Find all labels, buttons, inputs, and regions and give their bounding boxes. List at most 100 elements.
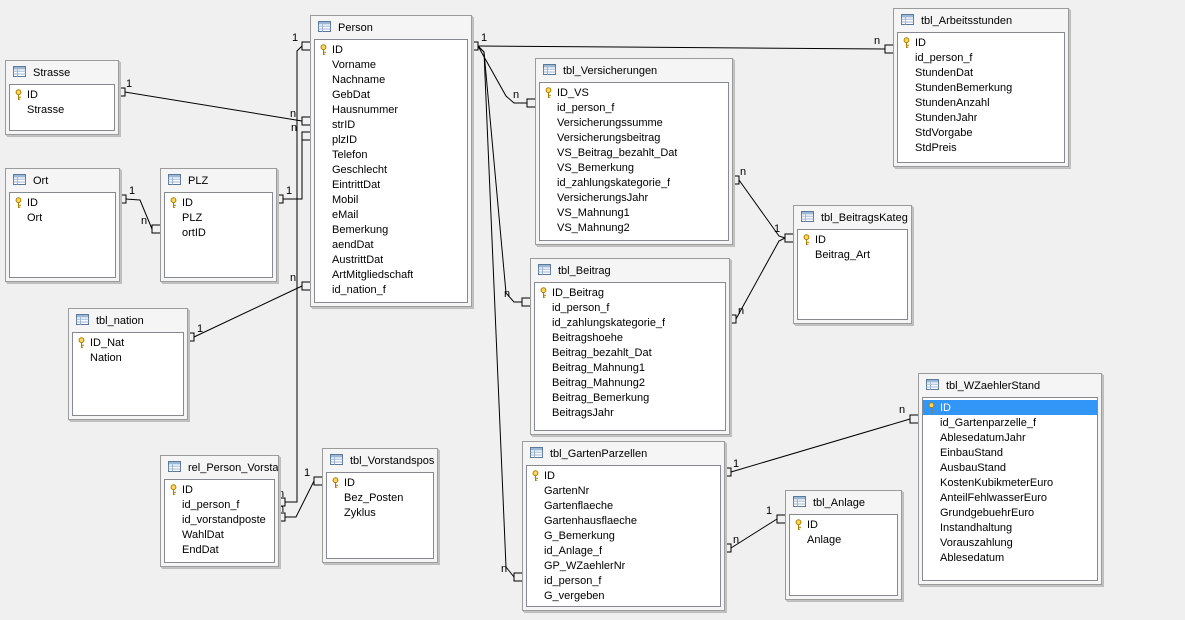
field-row-ablesedatum[interactable]: Ablesedatum xyxy=(923,550,1097,565)
field-row-beitrag_mahnung2[interactable]: Beitrag_Mahnung2 xyxy=(535,375,725,390)
field-row-zyklus[interactable]: Zyklus xyxy=(327,505,433,520)
field-row-beitrag_bemerkung[interactable]: Beitrag_Bemerkung xyxy=(535,390,725,405)
field-row-ablesedatumjahr[interactable]: AblesedatumJahr xyxy=(923,430,1097,445)
field-row-stdpreis[interactable]: StdPreis xyxy=(898,140,1064,155)
relationship-line-person-tbl_versicherungen[interactable] xyxy=(477,45,527,104)
field-row-eintrittdat[interactable]: EintrittDat xyxy=(315,177,467,192)
field-row-id_vs[interactable]: ID_VS xyxy=(540,85,728,100)
field-row-strid[interactable]: strID xyxy=(315,117,467,132)
field-row-g_vergeben[interactable]: G_vergeben xyxy=(527,588,720,603)
field-row-geschlecht[interactable]: Geschlecht xyxy=(315,162,467,177)
field-row-id[interactable]: ID xyxy=(165,482,274,497)
field-row-nachname[interactable]: Nachname xyxy=(315,72,467,87)
field-row-beitrag_bezahlt_dat[interactable]: Beitrag_bezahlt_Dat xyxy=(535,345,725,360)
field-row-id_person_f[interactable]: id_person_f xyxy=(527,573,720,588)
relationship-line-tbl_beitrag-tbl_beitragskateg[interactable] xyxy=(735,237,786,320)
field-row-nation[interactable]: Nation xyxy=(73,350,183,365)
field-row-id[interactable]: ID xyxy=(327,475,433,490)
field-row-plz[interactable]: PLZ xyxy=(165,210,272,225)
field-row-vs_bemerkung[interactable]: VS_Bemerkung xyxy=(540,160,728,175)
field-row-plzid[interactable]: plzID xyxy=(315,132,467,147)
field-row-id[interactable]: ID xyxy=(790,517,897,532)
field-row-beitrag_mahnung1[interactable]: Beitrag_Mahnung1 xyxy=(535,360,725,375)
field-row-id[interactable]: ID xyxy=(10,87,114,102)
table-header[interactable]: tbl_GartenParzellen xyxy=(523,442,724,464)
table-header[interactable]: Strasse xyxy=(6,61,118,83)
field-row-id_vorstandposte[interactable]: id_vorstandposte xyxy=(165,512,274,527)
field-row-vs_beitrag_bezahlt_dat[interactable]: VS_Beitrag_bezahlt_Dat xyxy=(540,145,728,160)
field-row-bemerkung[interactable]: Bemerkung xyxy=(315,222,467,237)
field-row-id_beitrag[interactable]: ID_Beitrag xyxy=(535,285,725,300)
table-header[interactable]: tbl_Versicherungen xyxy=(536,59,732,81)
relationship-line-person-rel_person_vorsta[interactable] xyxy=(285,45,303,503)
field-row-stundenbemerkung[interactable]: StundenBemerkung xyxy=(898,80,1064,95)
field-row-austrittdat[interactable]: AustrittDat xyxy=(315,252,467,267)
field-row-id_nat[interactable]: ID_Nat xyxy=(73,335,183,350)
field-row-id_anlage_f[interactable]: id_Anlage_f xyxy=(527,543,720,558)
table-header[interactable]: Person xyxy=(311,16,471,38)
table-header[interactable]: tbl_BeitragsKateg xyxy=(794,206,911,228)
field-row-id[interactable]: ID xyxy=(165,195,272,210)
field-row-versicherungsjahr[interactable]: VersicherungsJahr xyxy=(540,190,728,205)
field-row-id_person_f[interactable]: id_person_f xyxy=(165,497,274,512)
relationship-line-person-tbl_gartenparzellen[interactable] xyxy=(477,45,515,578)
field-row-gartennr[interactable]: GartenNr xyxy=(527,483,720,498)
table-header[interactable]: tbl_Arbeitsstunden xyxy=(894,9,1068,31)
field-row-id[interactable]: ID xyxy=(10,195,115,210)
field-row-gartenhausflaeche[interactable]: Gartenhausflaeche xyxy=(527,513,720,528)
field-row-hausnummer[interactable]: Hausnummer xyxy=(315,102,467,117)
field-row-beitragsjahr[interactable]: BeitragsJahr xyxy=(535,405,725,420)
field-row-instandhaltung[interactable]: Instandhaltung xyxy=(923,520,1097,535)
field-row-id[interactable]: ID xyxy=(527,468,720,483)
field-row-id_person_f[interactable]: id_person_f xyxy=(535,300,725,315)
field-row-email[interactable]: eMail xyxy=(315,207,467,222)
field-row-id[interactable]: ID xyxy=(798,232,907,247)
field-row-id_nation_f[interactable]: id_nation_f xyxy=(315,282,467,297)
field-row-anteilfehlwassereuro[interactable]: AnteilFehlwasserEuro xyxy=(923,490,1097,505)
field-row-strasse[interactable]: Strasse xyxy=(10,102,114,117)
field-row-id_zahlungskategorie_f[interactable]: id_zahlungskategorie_f xyxy=(540,175,728,190)
field-row-versicherungssumme[interactable]: Versicherungssumme xyxy=(540,115,728,130)
field-row-id_zahlungskategorie_f[interactable]: id_zahlungskategorie_f xyxy=(535,315,725,330)
field-row-vorauszahlung[interactable]: Vorauszahlung xyxy=(923,535,1097,550)
field-row-id_person_f[interactable]: id_person_f xyxy=(898,50,1064,65)
relationship-line-tbl_gartenparzellen-tbl_wzaehlerstand[interactable] xyxy=(730,418,911,473)
field-row-ausbaustand[interactable]: AusbauStand xyxy=(923,460,1097,475)
field-row-anlage[interactable]: Anlage xyxy=(790,532,897,547)
field-row-stundendat[interactable]: StundenDat xyxy=(898,65,1064,80)
field-row-ortid[interactable]: ortID xyxy=(165,225,272,240)
field-row-vorname[interactable]: Vorname xyxy=(315,57,467,72)
table-header[interactable]: tbl_Beitrag xyxy=(531,259,729,281)
relationship-line-rel_person_vorsta-tbl_vorstandspos[interactable] xyxy=(285,480,315,518)
table-header[interactable]: PLZ xyxy=(161,169,276,191)
field-row-mobil[interactable]: Mobil xyxy=(315,192,467,207)
table-header[interactable]: tbl_WZaehlerStand xyxy=(919,374,1101,396)
table-header[interactable]: Ort xyxy=(6,169,119,191)
field-row-stundenanzahl[interactable]: StundenAnzahl xyxy=(898,95,1064,110)
field-row-vs_mahnung1[interactable]: VS_Mahnung1 xyxy=(540,205,728,220)
field-row-gartenflaeche[interactable]: Gartenflaeche xyxy=(527,498,720,513)
field-row-vs_mahnung2[interactable]: VS_Mahnung2 xyxy=(540,220,728,235)
field-row-id[interactable]: ID xyxy=(898,35,1064,50)
table-header[interactable]: tbl_nation xyxy=(69,309,187,331)
relationship-line-strasse-person[interactable] xyxy=(124,91,303,122)
relationship-line-tbl_gartenparzellen-tbl_anlage[interactable] xyxy=(730,518,778,549)
field-row-gp_wzaehlernr[interactable]: GP_WZaehlerNr xyxy=(527,558,720,573)
field-row-aenddat[interactable]: aendDat xyxy=(315,237,467,252)
field-row-beitrag_art[interactable]: Beitrag_Art xyxy=(798,247,907,262)
field-row-wahldat[interactable]: WahlDat xyxy=(165,527,274,542)
table-header[interactable]: tbl_Vorstandspos xyxy=(323,449,437,471)
relationship-line-person-tbl_arbeitsstunden[interactable] xyxy=(477,45,886,50)
field-row-stundenjahr[interactable]: StundenJahr xyxy=(898,110,1064,125)
